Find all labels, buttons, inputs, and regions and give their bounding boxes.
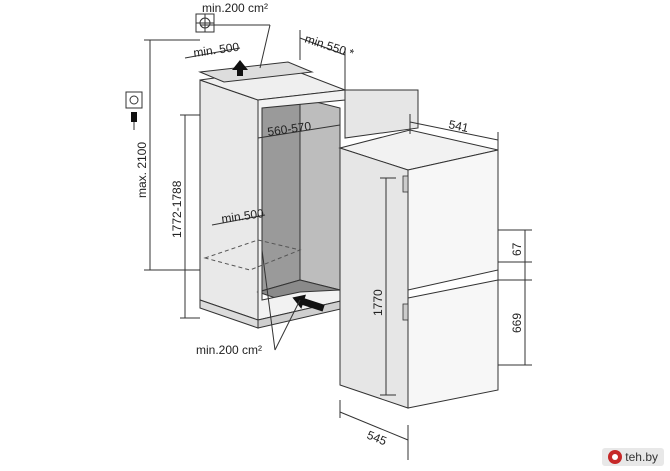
- label-niche-height: 1772-1788: [170, 180, 184, 238]
- label-depth-541: 541: [447, 117, 470, 135]
- label-vent-bottom: min.200 cm²: [196, 343, 262, 357]
- vent-target-icon: [195, 13, 215, 33]
- refrigerator: [338, 129, 499, 409]
- top-vent: [198, 60, 314, 83]
- watermark-badge: teh.by: [602, 448, 664, 466]
- label-height-1770: 1770: [371, 289, 385, 316]
- dimension-lines: [144, 24, 532, 460]
- label-vent-top: min.200 cm²: [202, 1, 268, 15]
- niche-cabinet: [199, 67, 419, 329]
- label-min-550: min.550 *: [303, 32, 356, 61]
- label-freezer-669: 669: [510, 313, 524, 333]
- power-socket-icon: [125, 91, 143, 130]
- label-width-560-570: 560-570: [266, 119, 312, 139]
- airflow-arrow: [292, 294, 325, 312]
- watermark-text: teh.by: [625, 450, 658, 464]
- logo-icon: [608, 450, 623, 464]
- label-min-500-inner: min.500: [220, 206, 265, 226]
- label-max-2100: max. 2100: [135, 142, 149, 198]
- label-gap-67: 67: [510, 242, 524, 256]
- label-min-500-top: min. 500: [192, 40, 240, 60]
